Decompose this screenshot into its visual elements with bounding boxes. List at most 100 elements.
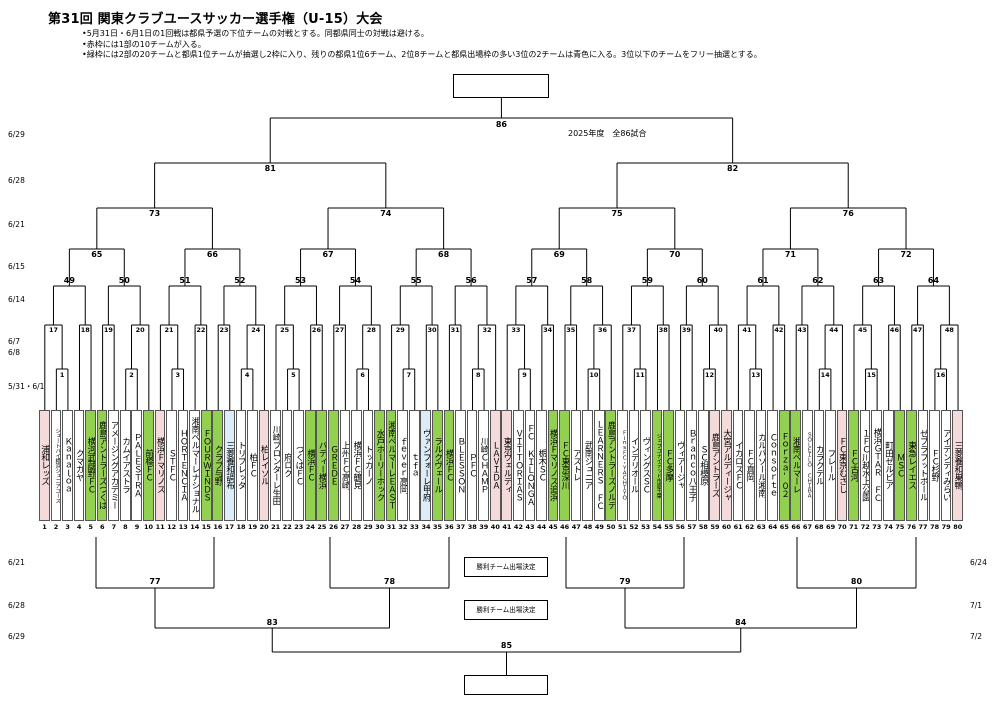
team-slot: ＦＣ東京むさし [836, 410, 848, 521]
slot-number: 72 [860, 523, 870, 531]
team-slot: ＬＥＡＲＮＥＲＳ ＦＣ [593, 410, 605, 521]
team-name: 横浜Ｆマリノス [155, 437, 165, 493]
team-name: カムイアストラ [120, 437, 130, 493]
team-slot: ＦＣ東京深川 [559, 410, 570, 521]
match-number: 15 [867, 371, 877, 379]
slot-number: 33 [409, 523, 419, 531]
team-name: 大宮アルディージャ [722, 429, 731, 501]
match-number: 71 [785, 250, 797, 259]
team-slot: ＦＣ多摩 [663, 410, 674, 521]
slot-number: 55 [664, 523, 674, 531]
match-number: 40 [714, 326, 724, 334]
team-name: ＰＡＬＥＳＴＲＡ [132, 433, 142, 497]
team-slot: 川崎フロンターレ生田 [270, 410, 281, 521]
team-name: ＦＯＵＲＷＩＮＤＳ [201, 429, 211, 501]
team-name: Ｆｏｒｚａ'０２ [779, 432, 789, 498]
decided-note: 勝利チーム出場決定 [464, 557, 548, 577]
match-number: 82 [727, 164, 738, 173]
team-slot: アストレ [570, 410, 582, 521]
slot-number: 48 [583, 523, 593, 531]
team-name: 横浜ＦＣ鶴見 [352, 441, 361, 489]
slot-number: 2 [53, 523, 59, 531]
team-name: ＨＯＲＴＥＮＣＩＡ [178, 429, 188, 501]
team-slot: 東急レイエス [906, 410, 917, 521]
match-number: 23 [219, 326, 228, 334]
slot-number: 9 [134, 523, 140, 531]
match-number: 75 [611, 209, 623, 218]
match-number: 81 [265, 164, 277, 173]
team-slot: 横浜ＦＣ [304, 410, 316, 521]
team-slot: アイデンティみらい [940, 410, 952, 521]
team-name: ＦＣ杉野 [930, 449, 939, 481]
match-number: 45 [858, 326, 868, 334]
team-name: 水戸ホーリーホック [375, 429, 384, 501]
champion-box-bottom [464, 675, 548, 695]
team-name: フレール [826, 449, 835, 481]
team-slot: トッカーノ [362, 410, 374, 521]
team-slot: ＳＣ相模原 [697, 410, 709, 521]
slot-number: 30 [375, 523, 385, 531]
match-number: 76 [843, 209, 855, 218]
team-name: 横河武蔵野ＦＣ [86, 437, 95, 493]
team-name: 三菱養和巣鴨 [953, 441, 962, 489]
team-slot: シュートバイ横浜ジュニアユース [50, 410, 62, 521]
match-number: 21 [165, 326, 175, 334]
match-number: 39 [682, 326, 692, 334]
team-name: 東急レイエス [907, 441, 916, 489]
team-slot: ＨＯＲＴＥＮＣＩＡ [177, 410, 189, 521]
team-slot: バディー横浜 [316, 410, 328, 521]
date-label: 6/14 [8, 295, 25, 304]
team-name: カルパソール湘南 [756, 433, 766, 497]
team-slot: アメージングアカデミー [108, 410, 120, 521]
date-label: 6/24 [970, 558, 987, 567]
team-slot: インテリオール [628, 410, 640, 521]
team-name: ＦＣ東京むさし [837, 437, 847, 493]
match-number: 2 [129, 371, 134, 379]
match-number: 11 [636, 371, 646, 379]
match-number: 18 [81, 326, 91, 334]
match-number: 83 [267, 618, 278, 627]
team-slot: ＳＴＦＣ [166, 410, 177, 521]
team-name: 鹿島アントラーズつくば [97, 421, 107, 509]
slot-number: 70 [837, 523, 847, 531]
team-slot: 町田ゼルビア [882, 410, 894, 521]
team-name: 川崎フロンターレ生田 [271, 425, 280, 505]
slot-number: 50 [606, 523, 616, 531]
team-name: 湘南ベルマーレＥＡＳＴ [386, 421, 396, 509]
date-label: 6/28 [8, 176, 25, 185]
team-slot: ＦｉｎｓＦＣ・ＹＡＣＨＩＹＯ [617, 410, 628, 521]
team-name: ＭＳＣ [895, 453, 905, 477]
team-name: ｆｅｖｅｒ高岡 [398, 437, 408, 493]
note-line: •緑枠には2部の20チームと都県1位チームが抽選し2枠に入り、残りの都県1位6チ… [82, 50, 762, 59]
match-number: 36 [598, 326, 608, 334]
team-name: ＦＣ ＫＩＬＯＮＧＡ [525, 424, 535, 506]
team-slot: 柏レイソル [258, 410, 270, 521]
team-slot: 上州ＦＣ高崎 [339, 410, 351, 521]
slot-number: 59 [710, 523, 720, 531]
team-name: 柏レイソル [259, 445, 269, 485]
team-name: 横浜ＦＣ [444, 449, 454, 481]
match-number: 20 [136, 326, 146, 334]
match-number: 69 [554, 250, 566, 259]
team-name: ＢＬＥＳＳＯＮ [456, 437, 465, 493]
date-label: 6/21 [8, 558, 25, 567]
team-slot: ＳＯＬＥＩＬＯ ＣＨＩＢＡ [801, 410, 813, 521]
team-name: ＶＩＴＴＯＲＩＡＳ [513, 429, 523, 501]
team-slot: 湘南ベルマーレＥＡＳＴ [385, 410, 397, 521]
team-slot: 湘南ベルマーレ [790, 410, 802, 521]
note-line: •5月31日・6月1日の1回戦は都県予選の下位チームの対戦とする。同都県同士の対… [82, 29, 429, 38]
team-name: アメージングアカデミー [109, 421, 119, 509]
team-name: 浦和レッズ [40, 445, 49, 485]
slot-number: 34 [421, 523, 431, 531]
team-slot: 水戸ホーリーホック [374, 410, 385, 521]
match-number: 79 [619, 577, 631, 586]
team-name: ＳＯＬＥＩＬＯ ＣＨＩＢＡ [805, 432, 812, 498]
slot-number: 18 [236, 523, 246, 531]
team-name: 町田ゼルビア [883, 441, 893, 489]
team-slot: 鹿島アントラーズ [709, 410, 721, 521]
match-number: 14 [821, 371, 831, 379]
match-number: 41 [743, 326, 753, 334]
team-name: 鹿島アントラーズ [710, 433, 720, 497]
match-number: 43 [797, 326, 806, 334]
team-name: 鹿島アントラーズノルテ [606, 421, 616, 509]
